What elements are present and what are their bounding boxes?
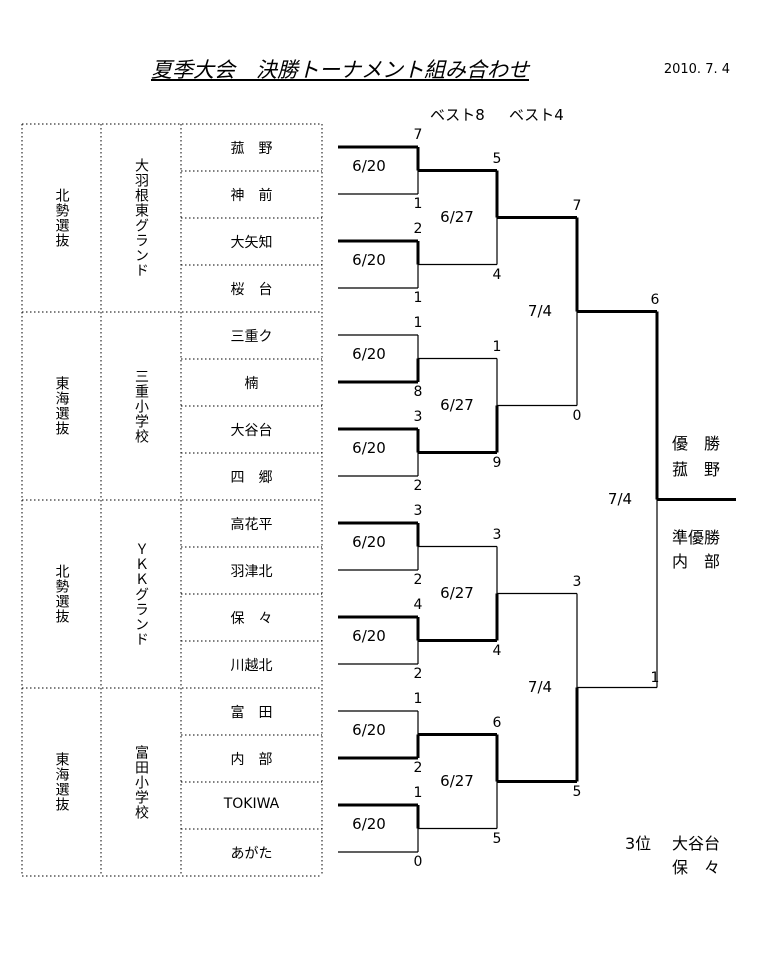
- school-name: 桜 台: [230, 282, 273, 298]
- r2-score-bottom: 4: [492, 642, 502, 659]
- r1-score-top: 3: [413, 503, 423, 519]
- r1-score-top: 4: [413, 597, 423, 613]
- r2-score-top: 1: [492, 338, 502, 355]
- runner-up-name: 内 部: [672, 552, 721, 571]
- r1-score-bottom: 2: [413, 666, 423, 682]
- group-region: 東海選抜: [53, 752, 70, 812]
- sf-date: 7/4: [527, 301, 553, 320]
- r1-score-bottom: 1: [413, 290, 423, 306]
- header-best8: ベスト8: [430, 106, 485, 124]
- group-team: 大羽根東グランド: [133, 158, 149, 278]
- third-place-name-1: 大谷台: [672, 834, 721, 853]
- r2-score-bottom: 5: [492, 830, 502, 847]
- r2-score-bottom: 4: [492, 266, 502, 283]
- school-name: あがた: [230, 846, 273, 862]
- school-name: 高花平: [230, 517, 273, 533]
- r1-date: 6/20: [352, 626, 386, 645]
- r1-date: 6/20: [352, 250, 386, 269]
- group-team: 富田小学校: [133, 744, 149, 820]
- champion-name: 菰 野: [672, 460, 721, 479]
- r1-score-bottom: 0: [413, 854, 423, 870]
- school-name: 三重ク: [230, 329, 273, 345]
- school-name: 保 々: [230, 611, 273, 627]
- r1-score-bottom: 2: [413, 572, 423, 588]
- r1-date: 6/20: [352, 156, 386, 175]
- school-name: 羽津北: [230, 564, 273, 580]
- header-best4: ベスト4: [509, 106, 564, 124]
- r2-score-top: 5: [492, 150, 502, 167]
- runner-up-label: 準優勝: [672, 528, 721, 547]
- sf-score-top: 3: [572, 573, 582, 590]
- r1-score-top: 1: [413, 691, 423, 707]
- r2-score-top: 6: [492, 714, 502, 731]
- r1-score-top: 3: [413, 409, 423, 425]
- group-region: 北勢選抜: [53, 188, 70, 248]
- school-name: 菰 野: [230, 141, 273, 157]
- champion-label: 優 勝: [672, 434, 721, 453]
- third-place-name-2: 保 々: [672, 858, 721, 877]
- school-name: 富 田: [230, 705, 273, 721]
- final-date: 7/4: [607, 489, 633, 508]
- school-name: TOKIWA: [223, 796, 280, 812]
- school-name: 内 部: [230, 752, 273, 768]
- final-score-bottom: 1: [650, 669, 660, 686]
- r1-date: 6/20: [352, 532, 386, 551]
- sf-score-bottom: 0: [572, 407, 582, 424]
- r2-score-bottom: 9: [492, 454, 502, 471]
- group-region: 東海選抜: [53, 376, 70, 436]
- r1-date: 6/20: [352, 438, 386, 457]
- school-name: 神 前: [230, 188, 273, 204]
- r1-score-top: 1: [413, 315, 423, 331]
- sf-score-top: 7: [572, 197, 582, 214]
- school-name: 楠: [244, 376, 259, 392]
- r1-score-top: 1: [413, 785, 423, 801]
- r2-date: 6/27: [440, 395, 474, 414]
- r1-score-bottom: 2: [413, 478, 423, 494]
- r1-date: 6/20: [352, 720, 386, 739]
- r2-date: 6/27: [440, 771, 474, 790]
- sf-score-bottom: 5: [572, 783, 582, 800]
- page-title: 夏季大会 決勝トーナメント組み合わせ: [151, 58, 529, 82]
- third-place-label: 3位: [625, 834, 652, 853]
- r1-score-bottom: 1: [413, 196, 423, 212]
- sf-date: 7/4: [527, 677, 553, 696]
- group-region: 北勢選抜: [53, 564, 70, 624]
- final-score-top: 6: [650, 291, 660, 308]
- group-team: ＹＫＫグランド: [133, 541, 149, 647]
- r1-score-bottom: 8: [413, 384, 423, 400]
- r2-date: 6/27: [440, 207, 474, 226]
- r2-date: 6/27: [440, 583, 474, 602]
- school-name: 川越北: [230, 658, 273, 674]
- r1-score-top: 2: [413, 221, 423, 237]
- r1-date: 6/20: [352, 814, 386, 833]
- event-date: 2010. 7. 4: [663, 62, 730, 77]
- school-name: 四 郷: [230, 470, 273, 486]
- r2-score-top: 3: [492, 526, 502, 543]
- group-team: 三重小学校: [133, 368, 149, 444]
- r1-score-bottom: 2: [413, 760, 423, 776]
- r1-score-top: 7: [413, 127, 423, 143]
- school-name: 大矢知: [230, 235, 273, 251]
- r1-date: 6/20: [352, 344, 386, 363]
- school-name: 大谷台: [230, 423, 273, 439]
